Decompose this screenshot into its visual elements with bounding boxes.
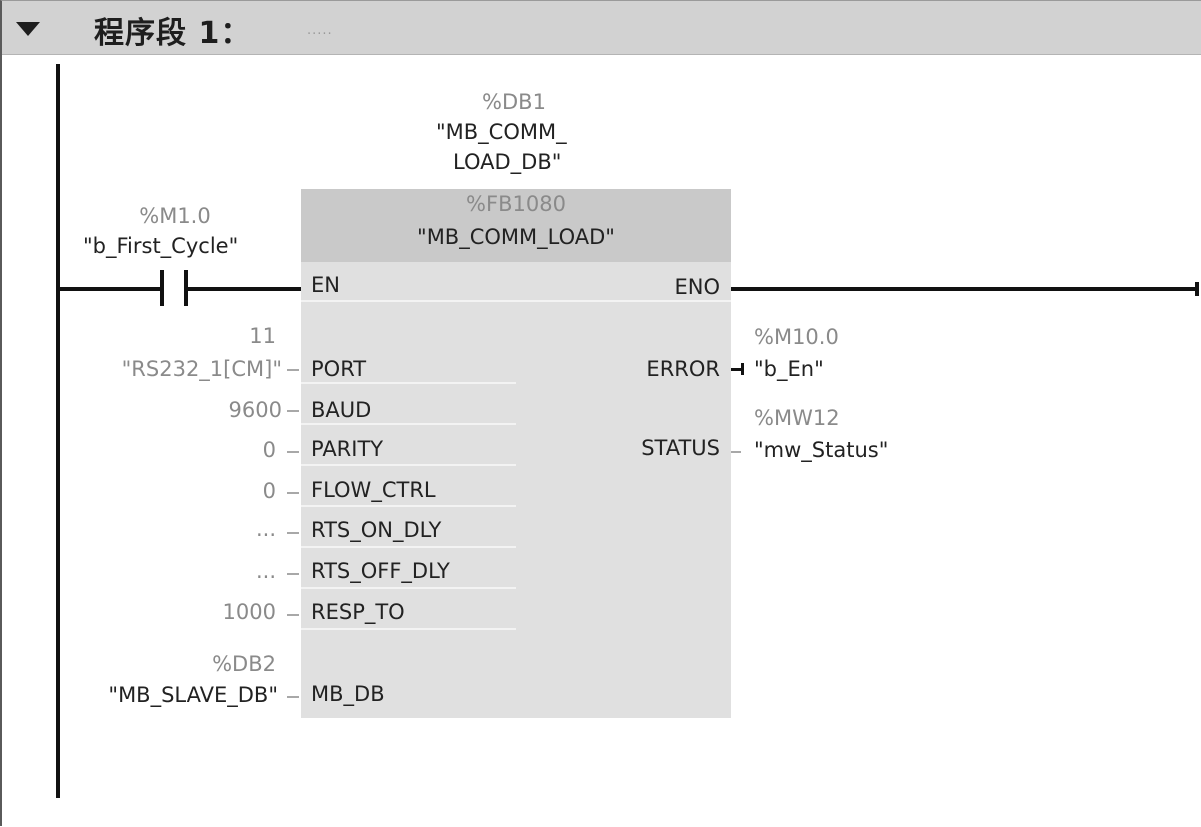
contact-right-bar xyxy=(184,270,188,306)
collapse-triangle-icon[interactable] xyxy=(14,18,42,40)
flow-ctrl-value[interactable]: 0 xyxy=(262,479,276,503)
row-divider xyxy=(301,464,516,466)
row-divider xyxy=(301,300,731,302)
pin-parity[interactable]: PARITY xyxy=(311,437,384,461)
instance-db-address[interactable]: %DB1 xyxy=(482,90,546,114)
network-header: 程序段 1： ..... xyxy=(2,1,1201,55)
rts-on-dly-value[interactable]: ... xyxy=(255,517,276,541)
row-divider xyxy=(301,587,516,589)
error-value[interactable]: "b_En" xyxy=(754,357,824,381)
mb-db-wire xyxy=(287,696,299,698)
contact-left-bar xyxy=(160,270,164,306)
pin-mb-db[interactable]: MB_DB xyxy=(311,682,385,706)
row-divider xyxy=(301,546,516,548)
status-wire xyxy=(731,451,741,453)
parity-value[interactable]: 0 xyxy=(262,438,276,462)
pin-port[interactable]: PORT xyxy=(311,357,367,381)
status-value[interactable]: "mw_Status" xyxy=(754,438,889,462)
mb-db-value-address[interactable]: %DB2 xyxy=(212,652,276,676)
rts-off-dly-value[interactable]: ... xyxy=(255,559,276,583)
error-wire-end xyxy=(741,363,744,375)
instance-db-name-line1[interactable]: "MB_COMM_ xyxy=(436,120,567,144)
no-contact[interactable] xyxy=(160,270,188,306)
pin-baud[interactable]: BAUD xyxy=(311,398,372,422)
pin-rts-on-dly[interactable]: RTS_ON_DLY xyxy=(311,518,442,542)
row-divider xyxy=(301,505,516,507)
contact-to-block-wire xyxy=(186,287,302,291)
block-header xyxy=(301,189,731,262)
pin-en: EN xyxy=(311,273,340,297)
rts-off-dly-wire xyxy=(287,573,299,575)
pin-status[interactable]: STATUS xyxy=(641,436,720,460)
power-rail xyxy=(56,64,60,798)
error-wire xyxy=(731,368,743,371)
row-divider xyxy=(301,382,516,384)
network-title: 程序段 1： xyxy=(94,16,252,51)
block-address: %FB1080 xyxy=(466,192,566,216)
port-value[interactable]: "RS232_1[CM]" xyxy=(121,357,282,381)
pin-flow-ctrl[interactable]: FLOW_CTRL xyxy=(311,478,436,502)
row-divider xyxy=(301,423,516,425)
network-comment[interactable]: ..... xyxy=(307,23,333,38)
port-value-address[interactable]: 11 xyxy=(249,324,276,348)
error-value-address[interactable]: %M10.0 xyxy=(754,325,839,349)
parity-wire xyxy=(287,451,299,453)
baud-value[interactable]: 9600 xyxy=(228,398,282,422)
resp-to-value[interactable]: 1000 xyxy=(222,600,276,624)
port-wire xyxy=(287,369,299,371)
eno-output-wire xyxy=(731,287,1199,291)
block-name: "MB_COMM_LOAD" xyxy=(417,225,615,249)
wire-end-marker xyxy=(1195,282,1199,296)
row-divider xyxy=(301,628,516,630)
rts-on-dly-wire xyxy=(287,532,299,534)
pin-rts-off-dly[interactable]: RTS_OFF_DLY xyxy=(311,559,450,583)
baud-wire xyxy=(287,410,299,412)
rail-to-contact-wire xyxy=(58,287,162,291)
pin-error[interactable]: ERROR xyxy=(646,357,720,381)
flow-ctrl-wire xyxy=(287,492,299,494)
pin-eno: ENO xyxy=(674,275,720,299)
instance-db-name-line2[interactable]: LOAD_DB" xyxy=(453,150,562,174)
mb-db-value[interactable]: "MB_SLAVE_DB" xyxy=(108,683,278,707)
contact-tag[interactable]: "b_First_Cycle" xyxy=(83,234,239,258)
pin-resp-to[interactable]: RESP_TO xyxy=(311,600,405,624)
status-value-address[interactable]: %MW12 xyxy=(754,406,840,430)
resp-to-wire xyxy=(287,614,299,616)
contact-address[interactable]: %M1.0 xyxy=(139,204,211,228)
